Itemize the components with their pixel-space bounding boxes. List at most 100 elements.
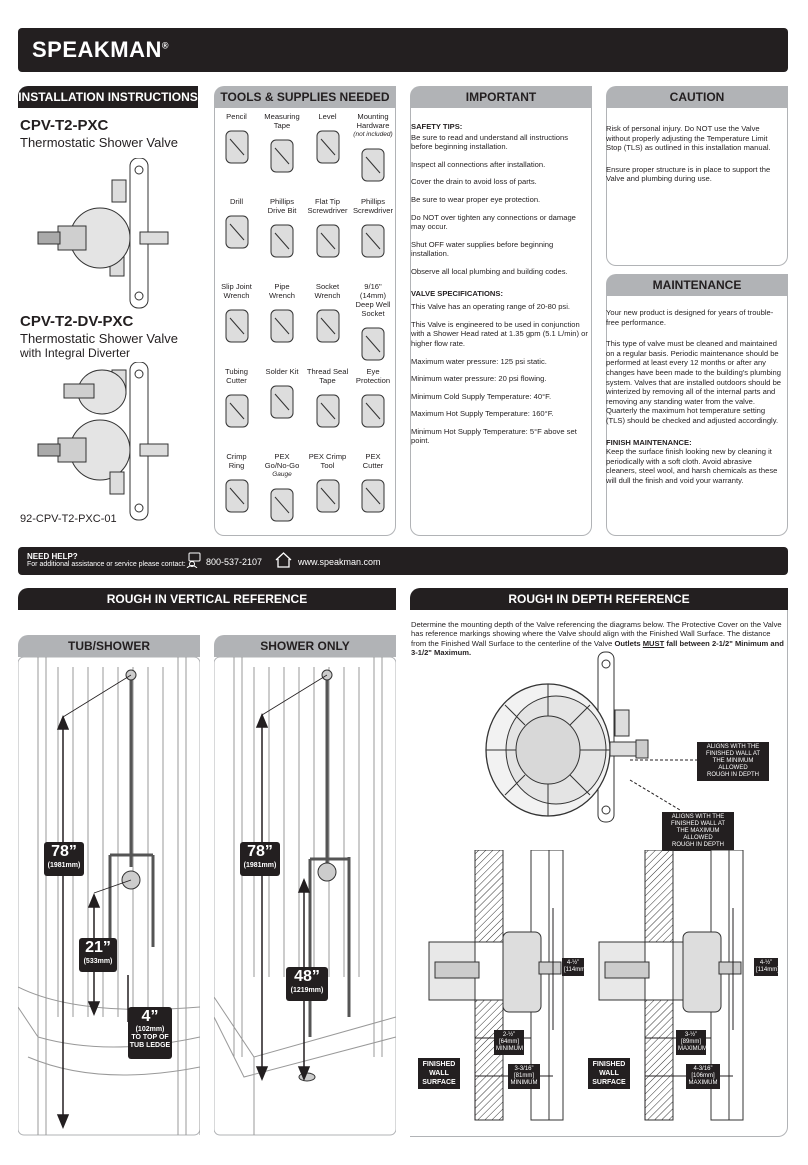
shower-dim-48: 48”(1219mm) <box>286 967 328 1001</box>
install-header: INSTALLATION INSTRUCTIONS <box>18 86 198 108</box>
wall-label-line: WALL <box>599 1070 619 1077</box>
tool-label: Tape <box>319 376 336 385</box>
measuring-tape-icon <box>270 139 294 173</box>
tool-label: PEX Crimp <box>308 452 347 461</box>
shower-header: SHOWER ONLY <box>214 635 396 657</box>
callout-line: ALIGNS WITH THE <box>671 814 725 820</box>
safety-title: SAFETY TIPS: <box>411 122 463 131</box>
tool-label: Screwdriver <box>307 206 348 215</box>
product-2-name: CPV-T2-DV-PXC <box>20 313 134 330</box>
thread-tape-icon <box>316 394 339 428</box>
caution-header: CAUTION <box>606 86 788 108</box>
depth-section-diagrams <box>428 850 744 1121</box>
level-icon <box>316 130 339 164</box>
depth-panel <box>410 610 788 1137</box>
callout-line: ROUGH IN DEPTH <box>706 772 759 778</box>
callout-line: THE MAXIMUM ALLOWED <box>676 828 720 841</box>
tool-solder-kit: Solder Kit <box>260 367 305 451</box>
tool-label: Ring <box>228 461 245 470</box>
help-website[interactable]: www.speakman.com <box>298 557 381 567</box>
tool-label: Wrench <box>268 291 296 300</box>
wall-label-line: FINISHED <box>422 1061 456 1068</box>
product-1-desc: Thermostatic Shower Valve <box>20 135 178 150</box>
brand-logo: SPEAKMAN® <box>32 37 170 62</box>
maintenance-text: Your new product is designed for years o… <box>606 308 774 327</box>
phone-chat-icon <box>186 552 201 568</box>
tub-shower-diagram <box>18 657 200 1136</box>
valve-illustration-2 <box>37 362 169 521</box>
tool-label: Socket <box>315 282 340 291</box>
screws-icon <box>361 148 385 182</box>
tool-label: Go/No-Go <box>264 461 300 470</box>
tub-dim-78: 78”(1981mm) <box>44 842 84 876</box>
depth-header: ROUGH IN DEPTH REFERENCE <box>410 588 788 610</box>
spec-item: Minimum water pressure: 20 psi flowing. <box>411 374 547 384</box>
tool-label: PEX <box>274 452 290 461</box>
tool-label: Crimp <box>226 452 247 461</box>
caution-panel <box>606 108 788 266</box>
help-bar <box>18 547 788 575</box>
spec-item: Minimum Hot Supply Temperature: 5°F abov… <box>411 426 577 446</box>
tools-panel <box>214 108 396 536</box>
caution-body: Risk of personal injury. Do NOT use the … <box>606 124 784 196</box>
tool-label: Eye <box>366 367 380 376</box>
tool-label: Protection <box>355 376 391 385</box>
tool-label-note: Gauge <box>272 471 292 478</box>
tool-label: Hardware <box>356 121 390 130</box>
callout-line: ROUGH IN DEPTH <box>671 842 724 848</box>
tool-label: 9/16" (14mm) <box>359 282 387 300</box>
socket-wrench-icon <box>316 309 339 343</box>
callout-line: FINISHED WALL AT <box>670 821 726 827</box>
shower-dim-78: 78”(1981mm) <box>240 842 280 876</box>
pencil-icon <box>225 130 248 164</box>
tool-label: Tape <box>273 121 291 130</box>
solder-kit-icon <box>270 385 294 419</box>
spec-item: Maximum water pressure: 125 psi static. <box>411 356 547 366</box>
safety-tip: Inspect all connections after installati… <box>411 159 546 169</box>
product-2-desc-2: with Integral Diverter <box>20 346 131 360</box>
important-panel <box>410 108 592 536</box>
depth-intro: Determine the mounting depth of the Valv… <box>411 620 784 658</box>
tool-pencil: Pencil <box>214 112 259 196</box>
tool-label: Tool <box>320 461 335 470</box>
spec-title: VALVE SPECIFICATIONS: <box>411 288 503 298</box>
safety-tip: Observe all local plumbing and building … <box>411 266 568 276</box>
tool-label: Measuring <box>264 112 300 121</box>
pex-cutter-icon <box>361 479 385 513</box>
tool-label: Phillips <box>360 197 386 206</box>
right-dim-max: 3-½”[89mm]MAXIMUM <box>676 1030 707 1055</box>
slip-joint-wrench-icon <box>225 309 248 343</box>
help-sub: For additional assistance or service ple… <box>27 561 186 568</box>
help-title: NEED HELP? <box>27 552 78 561</box>
tool-label: Cutter <box>362 461 384 470</box>
help-phone[interactable]: 800-537-2107 <box>206 557 263 567</box>
gauge-icon <box>270 488 294 522</box>
wall-label-line: FINISHED <box>592 1061 626 1068</box>
deep-socket-icon <box>361 327 385 361</box>
right-dim-4-5: 4-½”[114mm] <box>754 958 779 976</box>
pipe-wrench-icon <box>270 309 294 343</box>
safety-tip: Be sure to wear proper eye protection. <box>411 194 541 204</box>
tool-label: Phillips <box>269 197 295 206</box>
spec-item: This Valve is engineered to be used in c… <box>411 319 588 348</box>
maintenance-text: This type of valve must be cleaned and m… <box>606 339 782 425</box>
product-2-desc: Thermostatic Shower Valve <box>20 331 178 346</box>
wall-label-line: SURFACE <box>592 1079 626 1086</box>
maintenance-panel <box>606 296 788 536</box>
caution-text: Risk of personal injury. Do NOT use the … <box>606 124 771 153</box>
caution-text: Ensure proper structure is in place to s… <box>606 164 771 184</box>
left-dim-min: 2-½”[64mm]MINIMUM <box>494 1030 524 1055</box>
